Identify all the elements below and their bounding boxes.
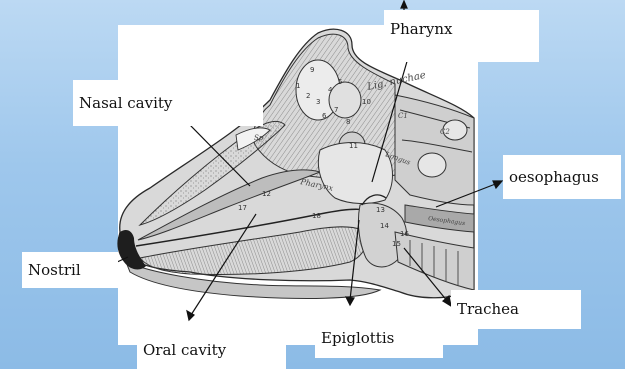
figure-text-c2: C2 xyxy=(440,128,450,136)
label-nasal-cavity: Nasal cavity xyxy=(73,80,263,126)
label-nostril: Nostril xyxy=(22,252,118,288)
figure-number: 18 xyxy=(312,212,321,220)
figure-number: 6 xyxy=(322,112,327,120)
figure-number: 2 xyxy=(306,92,310,100)
label-pharynx-text: Pharynx xyxy=(390,22,452,37)
figure-number: 3 xyxy=(316,98,320,106)
label-oral-cavity-text: Oral cavity xyxy=(143,343,226,358)
label-trachea-text: Trachea xyxy=(457,302,519,317)
label-nostril-text: Nostril xyxy=(28,263,81,278)
figure-number: 16 xyxy=(400,230,409,238)
figure-number: 17 xyxy=(238,204,247,212)
figure-number: 11 xyxy=(349,142,358,150)
figure-number: 14 xyxy=(380,222,389,230)
figure-number: 9 xyxy=(310,66,314,74)
figure-number: 5 xyxy=(338,78,342,86)
pointer-arrowhead-top xyxy=(401,1,407,8)
label-nasal-cavity-text: Nasal cavity xyxy=(79,96,172,111)
pointer-arrowhead-oesophagus xyxy=(493,181,502,188)
figure-number: 7 xyxy=(334,106,338,114)
figure-number: 1 xyxy=(296,82,300,90)
figure-number: 4 xyxy=(328,86,333,94)
figure-text-c1: C1 xyxy=(398,112,408,120)
label-oesophagus-text: oesophagus xyxy=(509,170,599,185)
label-oesophagus: oesophagus xyxy=(503,155,621,199)
figure-number: 10 xyxy=(362,98,371,106)
figure-number: 12 xyxy=(262,190,271,198)
figure-text-sp: Sp xyxy=(254,134,264,142)
label-epiglottis: Epiglottis xyxy=(315,318,443,358)
figure-number: 15 xyxy=(392,240,401,248)
label-pharynx: Pharynx xyxy=(384,10,539,62)
label-trachea: Trachea xyxy=(451,290,581,329)
label-epiglottis-text: Epiglottis xyxy=(321,331,394,346)
figure-number: 8 xyxy=(346,118,350,126)
figure-number: 13 xyxy=(376,206,385,214)
label-oral-cavity: Oral cavity xyxy=(137,332,286,369)
